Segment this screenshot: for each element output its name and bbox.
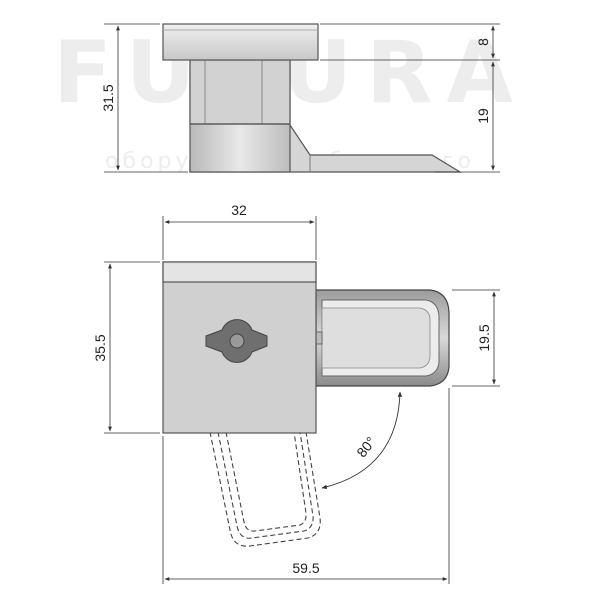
side-view-cap [162, 23, 319, 61]
dim-total-height: 31.5 [100, 84, 116, 111]
dim-rotation-angle: 80° [353, 434, 379, 461]
dim-width: 32 [231, 202, 247, 218]
dim-depth: 35.5 [92, 334, 108, 361]
dim-overall-length: 59.5 [292, 560, 319, 576]
key-slot [205, 319, 268, 363]
top-view-front-lip [162, 261, 317, 283]
dim-body-height: 19 [475, 108, 491, 124]
rotation-arc [321, 391, 403, 489]
dim-tongue-width: 19.5 [476, 324, 492, 351]
dim-cap-height: 8 [475, 38, 491, 46]
side-view: 31.5 8 19 [100, 23, 500, 173]
top-view: 32 35.5 19.5 80° 59.5 [92, 202, 500, 584]
rotated-cam-ghost [209, 431, 321, 547]
